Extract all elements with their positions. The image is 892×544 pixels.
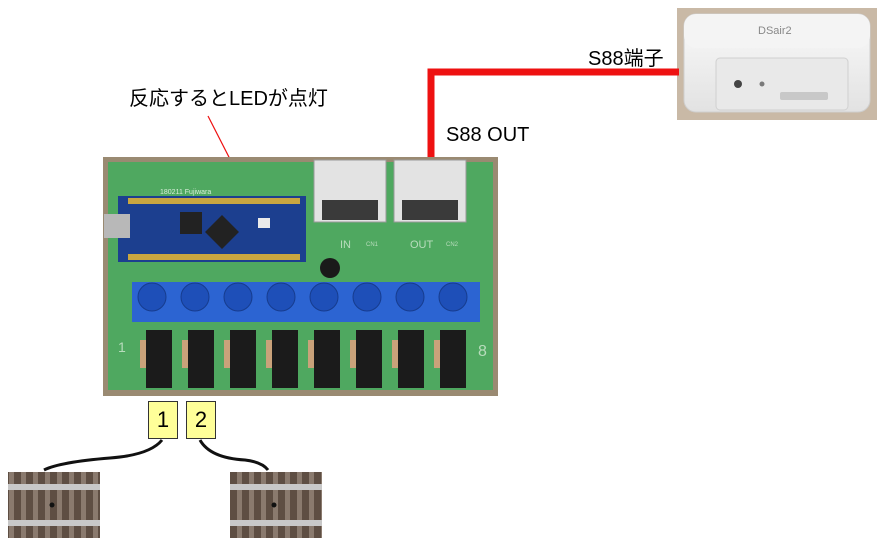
dc-jack-icon xyxy=(734,80,742,88)
svg-text:CN1: CN1 xyxy=(366,242,379,248)
svg-text:CN2: CN2 xyxy=(446,242,459,248)
usb-connector xyxy=(104,214,130,238)
dsair2-device: DSair2 xyxy=(677,8,877,120)
led-note-label: 反応するとLEDが点灯 xyxy=(129,88,328,110)
s88-board-photo: 180211 Fujiwara IN CN1 OUT CN2 xyxy=(103,157,498,396)
svg-text:OUT: OUT xyxy=(410,239,434,251)
capacitor xyxy=(320,258,340,278)
sensor-wire-2 xyxy=(198,439,270,471)
svg-text:8: 8 xyxy=(478,343,487,360)
s88-out-label: S88 OUT xyxy=(446,124,530,146)
s88-cable xyxy=(427,68,679,158)
track-section-1 xyxy=(8,472,100,538)
chip-icon xyxy=(180,212,202,234)
resistors xyxy=(140,340,440,368)
svg-text:180211 Fujiwara: 180211 Fujiwara xyxy=(160,189,211,196)
input-2-label: 2 xyxy=(186,401,216,439)
track-section-2 xyxy=(230,472,322,538)
svg-text:IN: IN xyxy=(340,239,351,251)
svg-text:1: 1 xyxy=(118,339,126,355)
audio-jacks xyxy=(146,330,466,388)
s88-port-label: S88端子 xyxy=(588,48,664,70)
dsair2-logo: DSair2 xyxy=(758,25,792,37)
input-1-label: 1 xyxy=(148,401,178,439)
sensor-wire-1 xyxy=(43,438,164,472)
trim-pots xyxy=(132,282,480,322)
